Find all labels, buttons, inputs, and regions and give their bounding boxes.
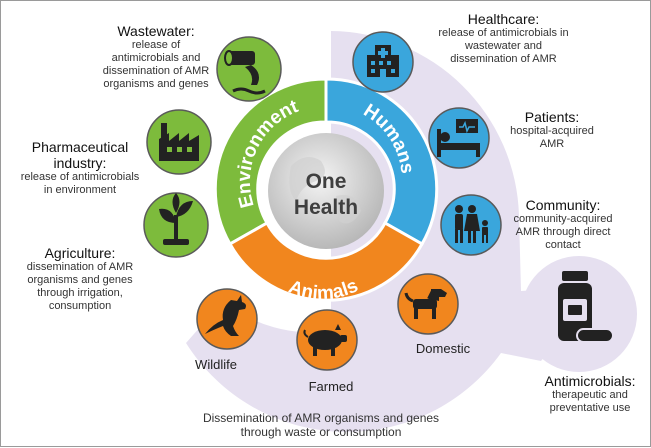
pipe-icon	[216, 36, 282, 102]
community-label: Community: community-acquired AMR throug…	[513, 197, 613, 251]
wastewater-label: Wastewater: release of antimicrobials an…	[102, 23, 210, 90]
domestic-label: Domestic	[415, 341, 471, 356]
segment-animals	[227, 220, 425, 302]
pharmaceutical-label: Pharmaceutical industry: release of anti…	[20, 139, 140, 196]
pig-icon	[296, 309, 358, 371]
antimicrobials-label: Antimicrobials: therapeutic and preventa…	[544, 373, 636, 414]
family-icon	[440, 194, 502, 256]
plant-icon	[143, 192, 209, 258]
patients-label: Patients: hospital-acquired AMR	[510, 109, 594, 150]
bottom-note: Dissemination of AMR organisms and genes…	[202, 411, 440, 439]
wildlife-label: Wildlife	[195, 357, 237, 372]
dog-icon	[397, 273, 459, 335]
healthcare-label: Healthcare: release of antimicrobials in…	[438, 11, 569, 65]
patient-bed-icon	[428, 107, 490, 169]
agriculture-label: Agriculture: dissemination of AMR organi…	[26, 245, 134, 312]
segment-environment	[213, 77, 328, 247]
hospital-icon	[352, 31, 414, 93]
center-label-line2: Health	[294, 196, 358, 219]
factory-icon	[146, 109, 212, 175]
segment-humans	[324, 77, 439, 247]
pill-bottle-icon	[558, 271, 614, 343]
kangaroo-icon	[196, 288, 258, 350]
center-label-line1: One	[306, 170, 347, 193]
farmed-label: Farmed	[308, 379, 354, 394]
